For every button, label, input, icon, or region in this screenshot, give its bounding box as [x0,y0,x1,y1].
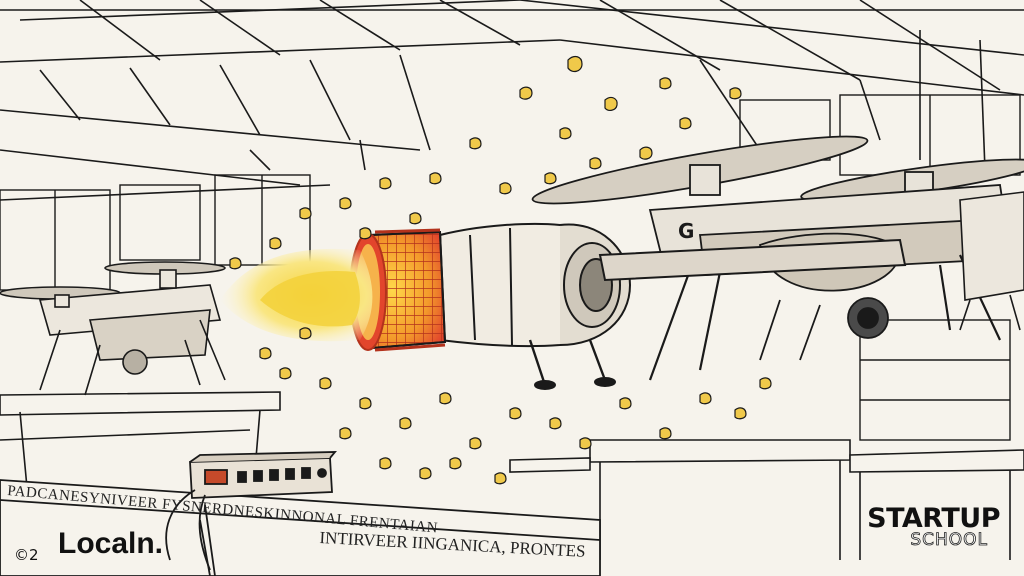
corner-mark: ©2 [14,546,39,564]
brand-handwritten: Localn. [58,527,164,560]
engine-body [439,222,907,390]
logo-startup: STARTUP [867,503,1000,534]
power-strip [165,451,337,571]
drone-left [0,261,226,396]
logo-school: SCHOOL [910,530,988,551]
ceiling-trusses [0,0,1024,201]
drone-right [959,191,1024,331]
popcorn-flakes [229,55,772,485]
engine-flame [220,248,373,342]
svg-text:G: G [678,219,694,243]
sign-board [0,479,601,576]
